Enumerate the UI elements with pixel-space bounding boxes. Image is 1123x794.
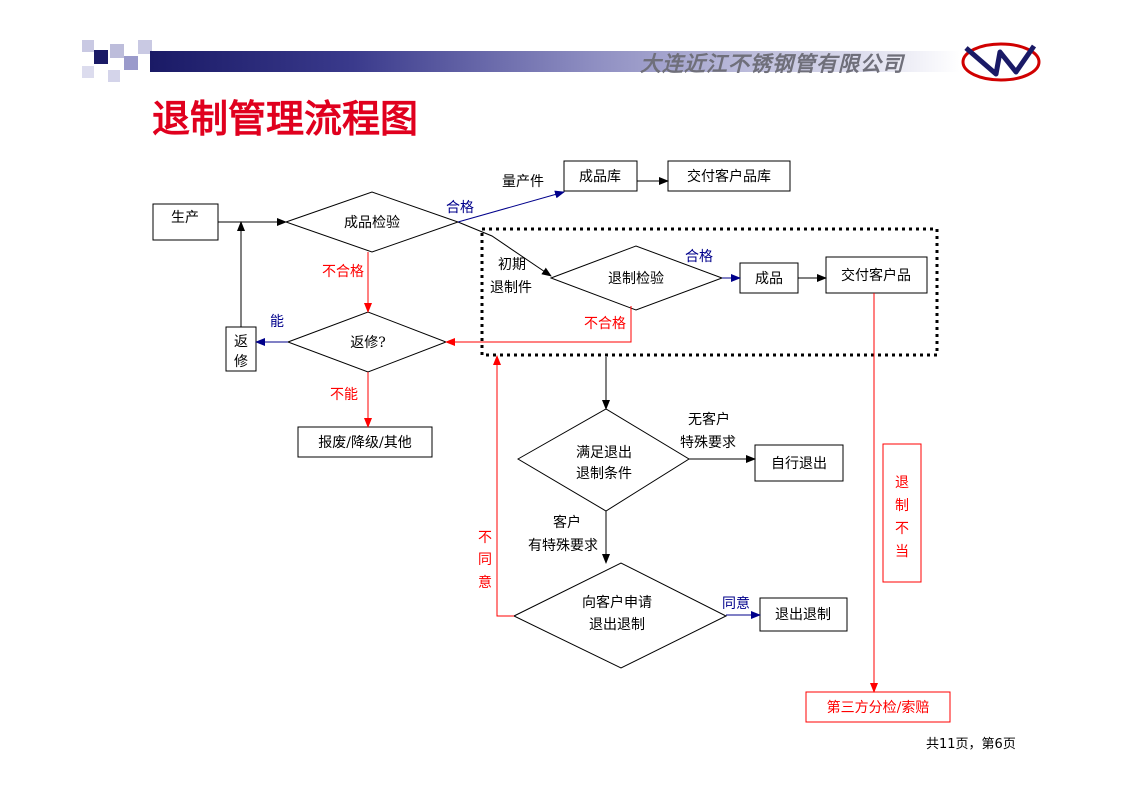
label-pass-2: 合格 bbox=[685, 249, 713, 265]
arrow-recall-fail bbox=[445, 306, 632, 346]
box-improper bbox=[882, 443, 922, 583]
header-bar bbox=[150, 51, 960, 72]
label-deliver-warehouse: 交付客户品库 bbox=[687, 168, 771, 185]
diamond-apply-customer bbox=[512, 562, 728, 669]
label-cannot: 不能 bbox=[330, 387, 358, 403]
label-disagree-2: 同 bbox=[478, 552, 492, 568]
label-recall-inspection: 退制检验 bbox=[608, 271, 664, 287]
label-apply-customer-2: 退出退制 bbox=[589, 617, 645, 633]
box-deliver-customer bbox=[825, 256, 928, 294]
label-improper-3: 不 bbox=[895, 521, 909, 537]
header-square-6 bbox=[108, 70, 120, 82]
box-third-party bbox=[805, 691, 951, 723]
label-special-1: 客户 bbox=[553, 514, 581, 531]
page-number: 共11页，第6页 bbox=[926, 737, 1016, 752]
label-agree: 同意 bbox=[722, 595, 750, 612]
label-disagree-1: 不 bbox=[478, 530, 492, 546]
label-deliver-customer: 交付客户品 bbox=[841, 267, 911, 284]
company-logo-icon bbox=[961, 42, 1041, 82]
label-warehouse: 成品库 bbox=[579, 169, 621, 185]
label-rework-1: 返 bbox=[234, 334, 248, 350]
page-title: 退制管理流程图 bbox=[152, 96, 419, 141]
box-production bbox=[152, 203, 219, 241]
label-improper-1: 退 bbox=[895, 475, 909, 491]
label-fail-2: 不合格 bbox=[584, 316, 626, 332]
label-rework-2: 修 bbox=[234, 354, 248, 370]
label-exit-condition-1: 满足退出 bbox=[576, 445, 632, 461]
label-self-exit: 自行退出 bbox=[771, 456, 827, 472]
box-deliver-warehouse bbox=[667, 160, 791, 192]
label-inspection: 成品检验 bbox=[344, 215, 400, 231]
header-square-1 bbox=[94, 50, 108, 64]
label-scrap: 报废/降级/其他 bbox=[318, 435, 411, 451]
arrow-apply-disagree bbox=[493, 355, 514, 617]
label-initial-1: 初期 bbox=[498, 256, 526, 273]
label-disagree-3: 意 bbox=[478, 574, 492, 591]
box-rework bbox=[225, 326, 257, 372]
header-square-4 bbox=[124, 56, 138, 70]
label-fail-1: 不合格 bbox=[322, 264, 364, 280]
label-pass-1: 合格 bbox=[446, 200, 474, 216]
label-no-special-2: 特殊要求 bbox=[680, 435, 736, 451]
arrow-inspection-recall bbox=[457, 221, 552, 277]
label-initial-2: 退制件 bbox=[490, 280, 532, 296]
label-third-party: 第三方分检/索赔 bbox=[827, 699, 930, 716]
recall-zone-dotted-box bbox=[480, 227, 939, 357]
company-name: 大连近江不锈钢管有限公司 bbox=[640, 51, 904, 76]
label-exit-recall: 退出退制 bbox=[775, 607, 831, 623]
box-warehouse bbox=[563, 160, 638, 192]
label-apply-customer-1: 向客户申请 bbox=[582, 594, 652, 611]
label-improper-4: 当 bbox=[895, 544, 909, 560]
label-improper-2: 制 bbox=[895, 498, 909, 514]
label-exit-condition-2: 退制条件 bbox=[576, 465, 632, 482]
header-square-2 bbox=[82, 40, 94, 52]
label-special-2: 有特殊要求 bbox=[528, 538, 598, 554]
label-rework-decision: 返修? bbox=[350, 335, 386, 351]
label-no-special-1: 无客户 bbox=[688, 411, 730, 428]
box-self-exit bbox=[754, 444, 844, 482]
arrow-inspection-warehouse bbox=[457, 190, 565, 223]
header-square-5 bbox=[138, 40, 152, 54]
label-mass-production: 量产件 bbox=[502, 174, 544, 190]
label-production: 生产 bbox=[171, 210, 199, 226]
header-square-3 bbox=[110, 44, 124, 58]
header-square-7 bbox=[82, 66, 94, 78]
label-can: 能 bbox=[270, 314, 284, 330]
label-finished: 成品 bbox=[755, 271, 783, 287]
